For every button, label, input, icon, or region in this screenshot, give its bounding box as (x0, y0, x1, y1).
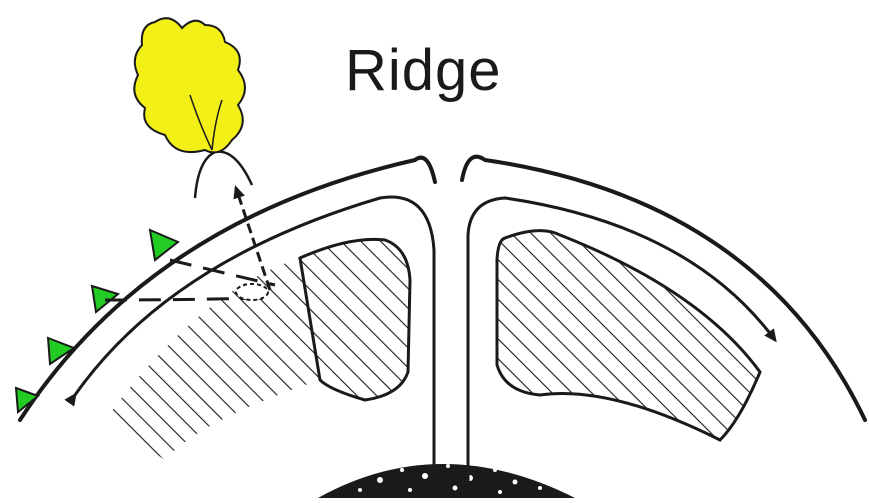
core (318, 457, 575, 499)
volcano-icon (195, 152, 252, 198)
right-convection-cell (468, 198, 775, 498)
eruption-plume-icon (134, 18, 245, 152)
ridge-label: Ridge (345, 42, 502, 100)
